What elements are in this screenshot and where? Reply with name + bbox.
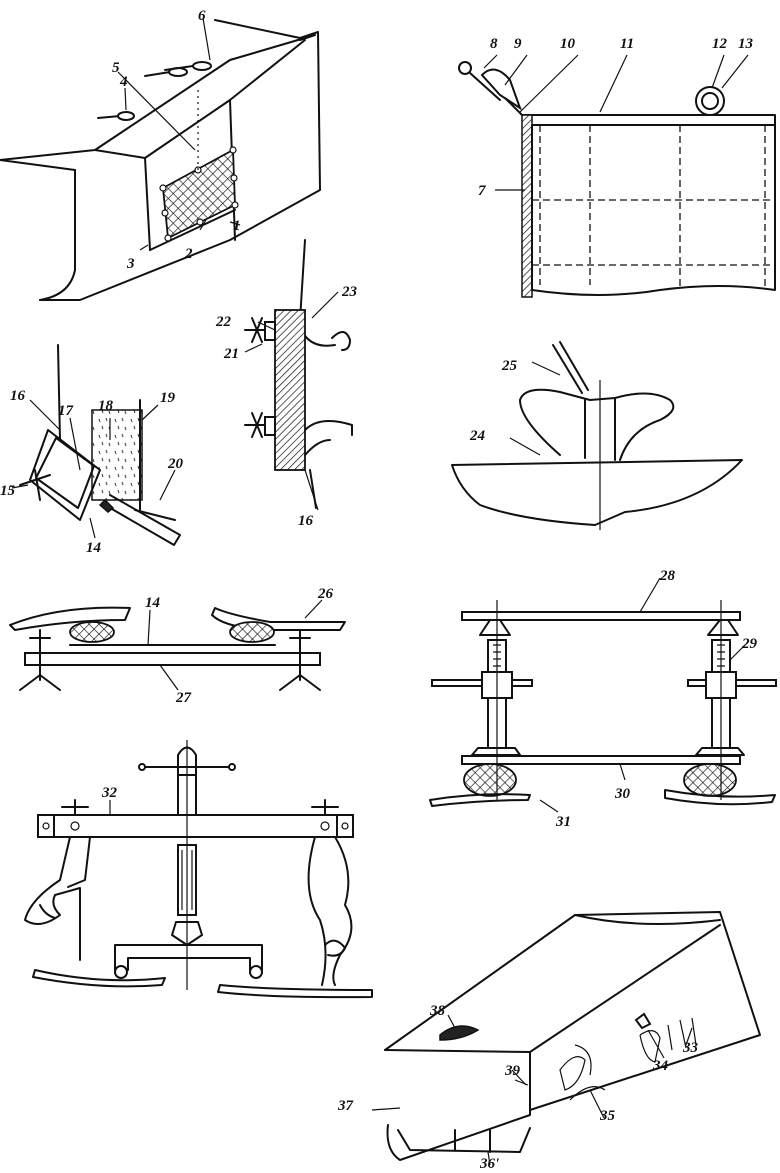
fig-hook-clamp: 22 21 23 16 — [215, 239, 358, 529]
callout-label: 32 — [101, 785, 118, 801]
callout-label: 26 — [317, 586, 334, 602]
pad-right — [229, 621, 275, 643]
fig-anchor: 25 24 — [451, 341, 743, 530]
callout-label: 14 — [145, 595, 161, 611]
callout-label: 16 — [298, 513, 314, 529]
bottom-beam — [461, 755, 741, 765]
fig-clamp-bar: 14 26 27 — [9, 586, 346, 706]
callout-label: 21 — [223, 346, 239, 362]
fig-box-beam: 38 39 37 35 34 33 36' — [337, 911, 761, 1172]
pin-icon — [97, 61, 212, 121]
fig-box-mesh-patch: 4 5 6 1 2 3 — [0, 8, 321, 301]
jaw-left-icon — [24, 836, 91, 961]
callout-label: 4 — [119, 74, 128, 90]
top-plate — [461, 611, 741, 621]
crossbar — [37, 814, 354, 838]
callout-label: 31 — [555, 814, 571, 830]
callout-label: 14 — [86, 540, 102, 556]
callout-label: 2 — [184, 246, 193, 262]
callout-label: 15 — [0, 483, 16, 499]
callout-label: 7 — [478, 183, 486, 199]
callout-label: 22 — [215, 314, 232, 330]
fig-screw-press: 28 29 30 31 — [429, 568, 777, 830]
callout-label: 24 — [469, 428, 486, 444]
callout-label: 1 — [233, 218, 241, 234]
callout-label: 30 — [614, 786, 631, 802]
fig-frame-sheet: 8 9 10 11 12 13 7 — [458, 36, 776, 298]
callout-label: 23 — [341, 284, 358, 300]
dent-38 — [439, 1025, 480, 1041]
clamp-bar-beam — [24, 652, 321, 666]
fig-tilted-clamp: 16 17 18 19 20 15 14 — [0, 344, 184, 556]
chain-link-icon — [458, 61, 523, 116]
fig-jaw-clamp: 32 — [24, 740, 373, 999]
callout-label: 10 — [560, 36, 576, 52]
callout-label: 8 — [490, 36, 498, 52]
callout-label: 39 — [504, 1063, 521, 1079]
callout-label: 33 — [682, 1040, 699, 1056]
callout-label: 37 — [337, 1098, 354, 1114]
callout-label: 36' — [479, 1156, 499, 1172]
callout-label: 17 — [58, 403, 74, 419]
callout-label: 16 — [10, 388, 26, 404]
callout-label: 27 — [175, 690, 192, 706]
jaw-right-icon — [307, 836, 353, 986]
callout-label: 12 — [712, 36, 728, 52]
callout-label: 13 — [738, 36, 754, 52]
pad-left — [69, 621, 115, 643]
callout-label: 25 — [501, 358, 518, 374]
callout-label: 3 — [126, 256, 135, 272]
callout-label: 35 — [599, 1108, 616, 1124]
callout-label: 11 — [620, 36, 634, 52]
callout-label: 19 — [160, 390, 176, 406]
ring-icon — [695, 86, 725, 116]
wing-bolt-icon — [244, 317, 276, 438]
callout-label: 28 — [659, 568, 676, 584]
frame-rail — [521, 114, 533, 298]
callout-label: 18 — [98, 398, 114, 414]
callout-label: 9 — [514, 36, 522, 52]
callout-label: 6 — [198, 8, 206, 24]
callout-label: 38 — [429, 1003, 446, 1019]
filler-block — [91, 409, 143, 501]
callout-label: 34 — [652, 1058, 669, 1074]
clamp-plate — [274, 309, 306, 471]
callout-label: 20 — [167, 456, 184, 472]
callout-label: 29 — [741, 636, 758, 652]
wing-nut-icon — [19, 637, 321, 691]
callout-label: 5 — [112, 60, 120, 76]
